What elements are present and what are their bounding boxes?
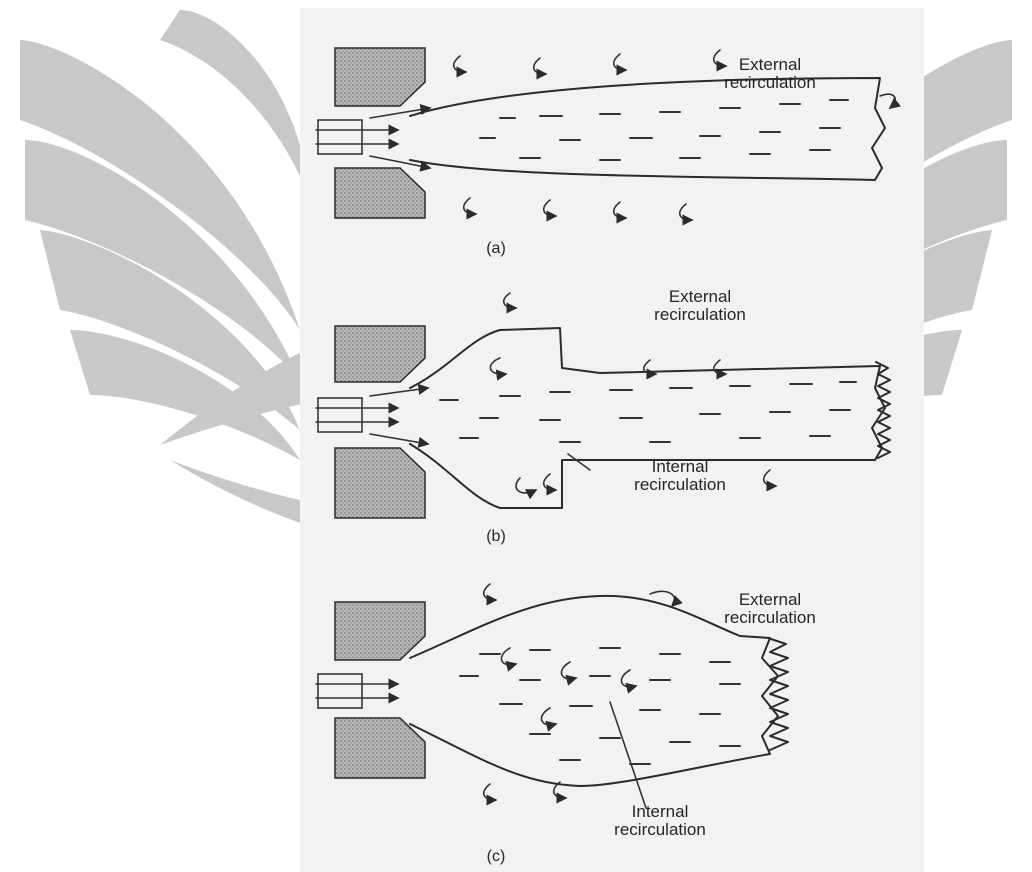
scanned-figure: External recirculation (a) External reci…: [300, 8, 924, 872]
panel-b-internal-label: Internal recirculation: [600, 458, 760, 494]
burner-block-bottom: [335, 168, 425, 218]
panel-c-internal-label: Internal recirculation: [580, 803, 740, 839]
panel-a-external-label: External recirculation: [690, 56, 850, 92]
burner-block-top: [335, 326, 425, 382]
panel-b-caption: (b): [476, 528, 516, 546]
nozzle-tube: [318, 398, 362, 432]
flow-diagram: [300, 8, 924, 872]
burner-block-bottom: [335, 718, 425, 778]
burner-block-top: [335, 48, 425, 106]
nozzle-tube: [318, 120, 362, 154]
panel-a-caption: (a): [476, 240, 516, 258]
panel-c-caption: (c): [476, 848, 516, 866]
panel-b-external-label: External recirculation: [620, 288, 780, 324]
burner-block-bottom: [335, 448, 425, 518]
nozzle-tube: [318, 674, 362, 708]
flame-envelope-a: [410, 78, 885, 180]
panel-c-external-label: External recirculation: [690, 591, 850, 627]
burner-block-top: [335, 602, 425, 660]
